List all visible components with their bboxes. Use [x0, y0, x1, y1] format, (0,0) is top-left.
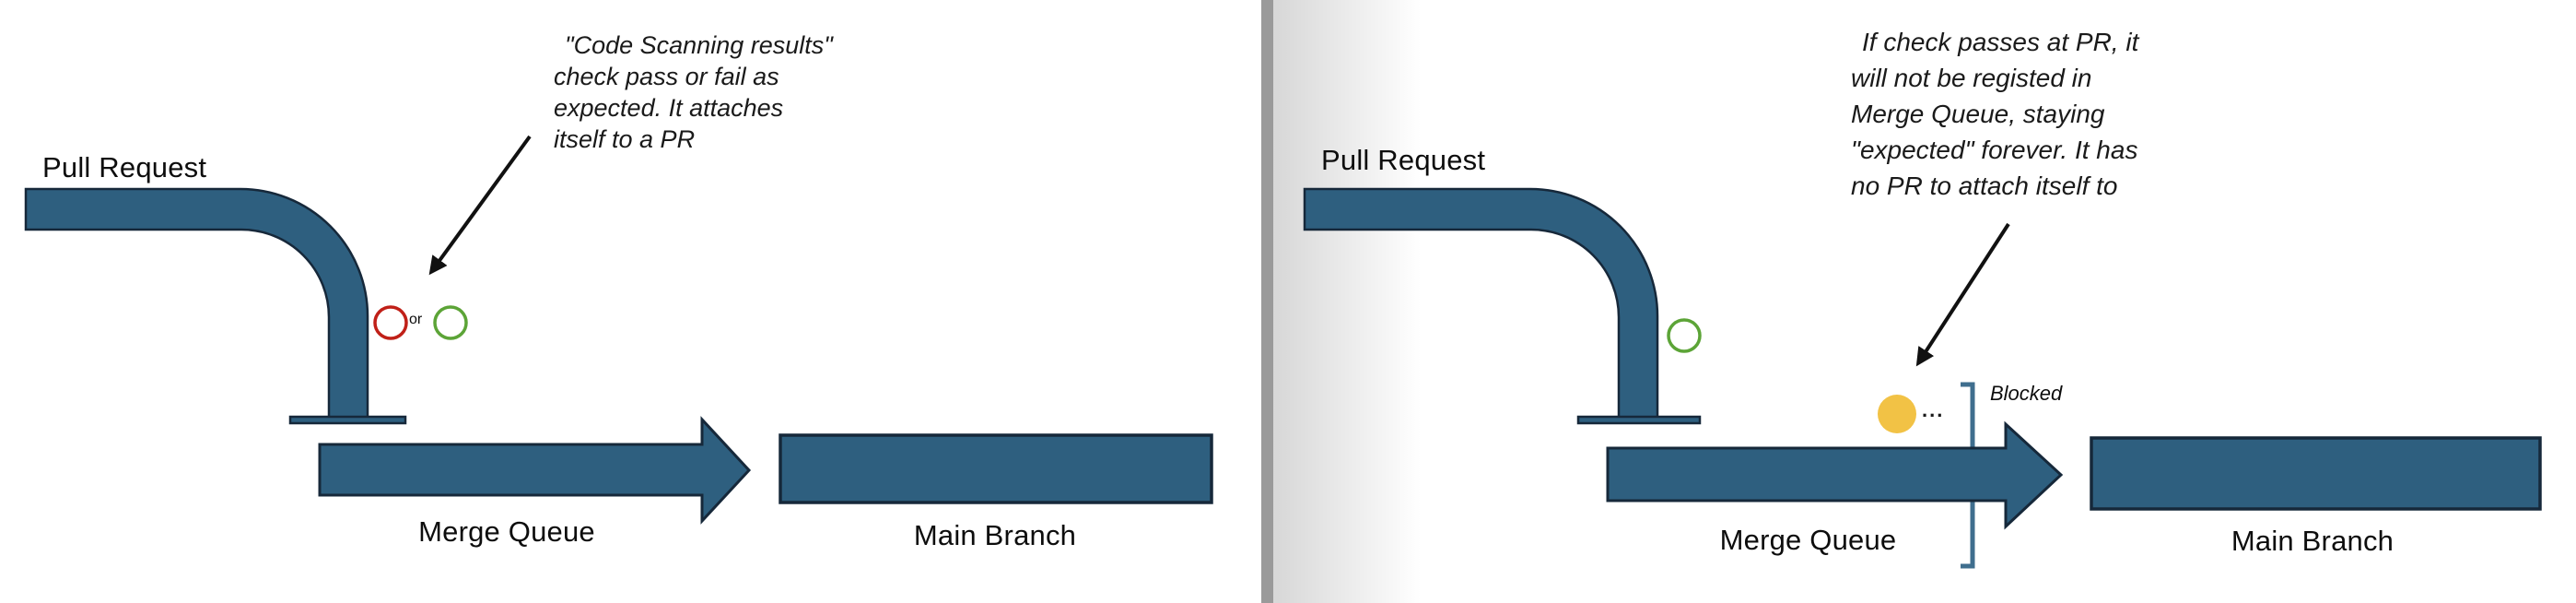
- or-label: or: [409, 312, 423, 327]
- pull-request-pipe: [24, 187, 369, 420]
- merge-queue-arrow: [318, 416, 752, 525]
- main-branch-bar: [779, 433, 1213, 504]
- pull-request-label: Pull Request: [1321, 144, 1486, 176]
- pull-request-pipe: [1303, 187, 1659, 420]
- main-branch-label: Main Branch: [2231, 525, 2395, 557]
- annotation-line: If check passes at PR, it: [1862, 28, 2139, 56]
- panel-divider-shadow: [1273, 0, 1421, 603]
- annotation-line: itself to a PR: [554, 125, 696, 153]
- annotation-line: check pass or fail as: [554, 63, 779, 90]
- pending-check-circle-icon: [1878, 395, 1916, 433]
- pull-request-label: Pull Request: [42, 151, 207, 183]
- annotation-line: no PR to attach itself to: [1851, 171, 2118, 200]
- main-branch-bar: [2090, 436, 2542, 511]
- annotation-line: "Code Scanning results": [565, 31, 833, 59]
- merge-queue-arrow: [1606, 420, 2064, 530]
- fail-status-circle-icon: [373, 305, 408, 340]
- annotation-line: expected. It attaches: [554, 94, 784, 122]
- queue-ellipsis-label: ...: [1922, 398, 1945, 421]
- panel-divider-bar: [1261, 0, 1273, 603]
- annotation-line: "expected" forever. It has: [1851, 136, 2138, 164]
- blocked-label: Blocked: [1990, 382, 2063, 405]
- pass-status-circle-icon: [433, 305, 468, 340]
- annotation-line: will not be registed in: [1851, 64, 2092, 92]
- queue-entry-bar: [1576, 415, 1702, 425]
- pass-status-circle-icon: [1667, 318, 1702, 353]
- queue-entry-bar: [288, 415, 407, 425]
- annotation-arrow-right: [1915, 222, 2010, 367]
- merge-queue-label: Merge Queue: [418, 515, 595, 548]
- code-scanning-annotation: "Code Scanning results" check pass or fa…: [554, 30, 833, 155]
- annotation-line: Merge Queue, staying: [1851, 100, 2105, 128]
- stuck-check-annotation: If check passes at PR, it will not be re…: [1851, 24, 2138, 204]
- merge-queue-label: Merge Queue: [1719, 524, 1897, 556]
- annotation-arrow-left: [428, 135, 532, 276]
- main-branch-label: Main Branch: [913, 519, 1077, 551]
